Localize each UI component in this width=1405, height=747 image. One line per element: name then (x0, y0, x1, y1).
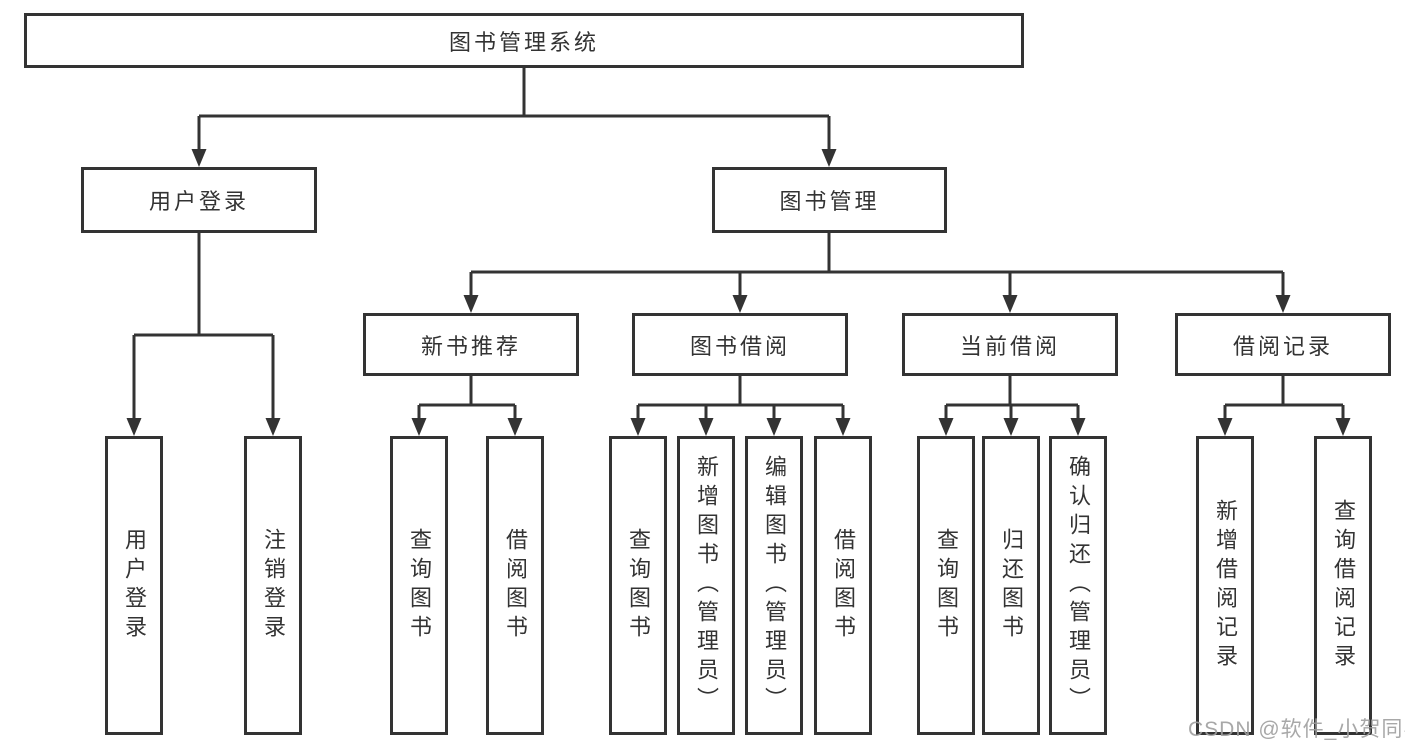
leaf-query-book-current: 查询图书 (917, 436, 975, 735)
leaf-edit-book-admin: 编辑图书（管理员） (745, 436, 803, 735)
node-book-borrowing: 图书借阅 (632, 313, 848, 376)
node-book-management: 图书管理 (712, 167, 947, 233)
leaf-borrow-book-recommend: 借阅图书 (486, 436, 544, 735)
leaf-query-book-recommend: 查询图书 (390, 436, 448, 735)
leaf-user-login: 用户登录 (105, 436, 163, 735)
leaf-return-book: 归还图书 (982, 436, 1040, 735)
leaf-borrow-book-borrowing: 借阅图书 (814, 436, 872, 735)
node-current-borrowing: 当前借阅 (902, 313, 1118, 376)
watermark-text: CSDN @软件_小贺同学 (1188, 718, 1405, 741)
leaf-logout: 注销登录 (244, 436, 302, 735)
arrowhead-icons (126, 149, 1351, 436)
leaf-confirm-return-admin: 确认归还（管理员） (1049, 436, 1107, 735)
leaf-query-book-borrowing: 查询图书 (609, 436, 667, 735)
node-borrowing-records: 借阅记录 (1175, 313, 1391, 376)
leaf-query-borrow-record: 查询借阅记录 (1314, 436, 1372, 735)
leaf-add-borrow-record: 新增借阅记录 (1196, 436, 1254, 735)
node-user-login: 用户登录 (81, 167, 317, 233)
node-new-book-recommend: 新书推荐 (363, 313, 579, 376)
leaf-add-book-admin: 新增图书（管理员） (677, 436, 735, 735)
node-library-system: 图书管理系统 (24, 13, 1024, 68)
